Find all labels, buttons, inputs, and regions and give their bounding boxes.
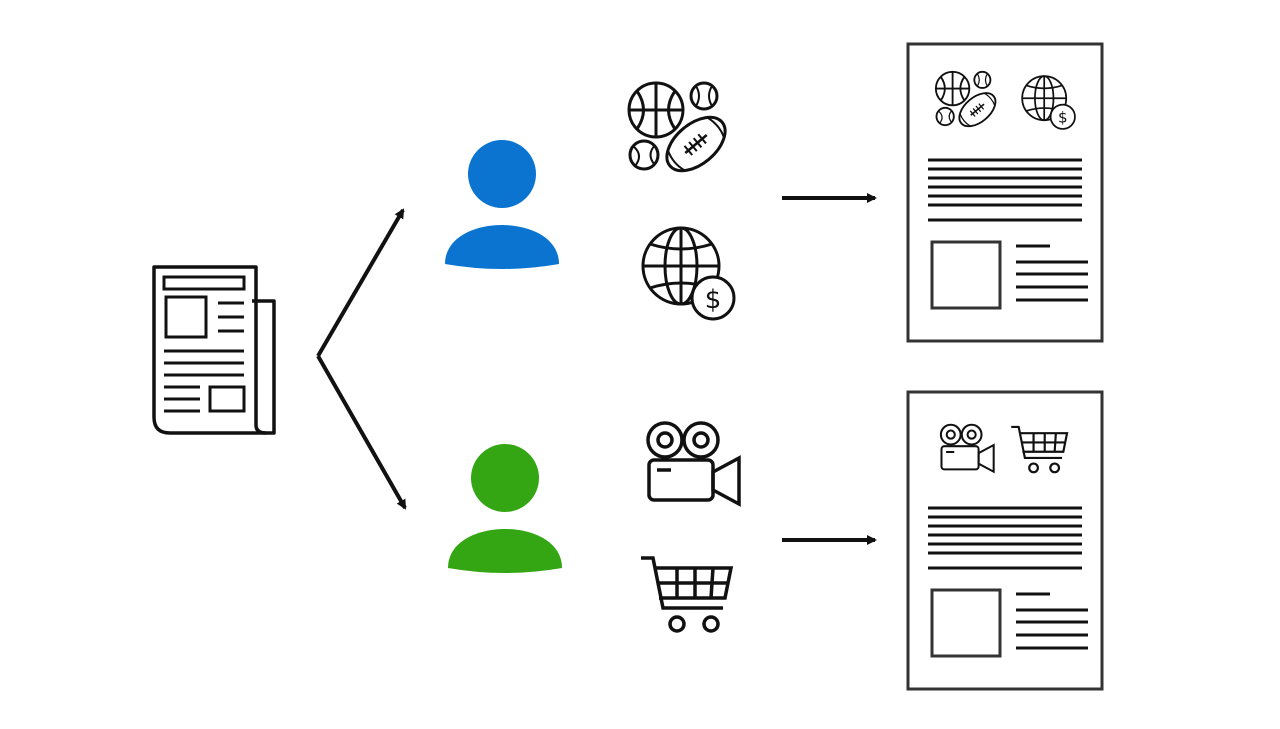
sports-balls-icon	[627, 81, 737, 183]
arrow-to-user-2	[316, 355, 407, 510]
branch-arrows	[316, 208, 407, 510]
user-1-person-icon	[445, 140, 559, 269]
shopping-cart-icon	[639, 556, 733, 633]
personalized-newspaper-1	[906, 42, 1104, 343]
newspaper-icon	[152, 265, 276, 435]
global-finance-icon	[641, 226, 736, 321]
arrow-to-user-1	[316, 208, 405, 358]
movie-camera-icon	[646, 421, 741, 506]
personalized-newspaper-2	[906, 390, 1104, 691]
user-2-person-icon	[448, 444, 562, 573]
